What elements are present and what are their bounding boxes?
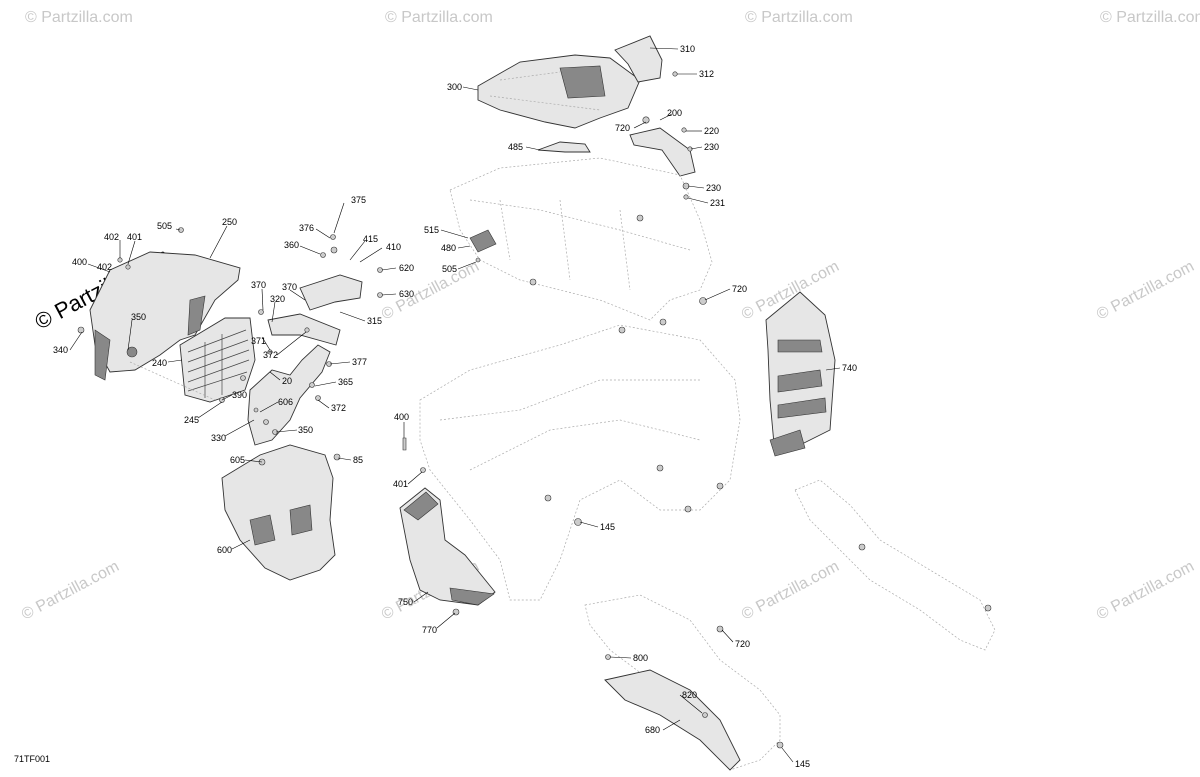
callout-505: 505 [442, 264, 457, 274]
callout-375: 375 [351, 195, 366, 205]
callout-350: 350 [131, 312, 146, 322]
callout-400: 400 [394, 412, 409, 422]
callout-230: 230 [706, 183, 721, 193]
callout-515: 515 [424, 225, 439, 235]
dash-lower-panel [419, 324, 741, 601]
part-240-grille [179, 317, 256, 403]
callout-330: 330 [211, 433, 226, 443]
callout-240: 240 [152, 358, 167, 368]
callout-labels: 300 310 312 200 720 220 230 485 230 231 … [53, 44, 857, 769]
callout-402: 402 [97, 262, 112, 272]
callout-230: 230 [704, 142, 719, 152]
callout-245: 245 [184, 415, 199, 425]
callout-605: 605 [230, 455, 245, 465]
callout-370: 370 [251, 280, 266, 290]
callout-370: 370 [282, 282, 297, 292]
callout-85: 85 [353, 455, 363, 465]
callout-402: 402 [104, 232, 119, 242]
callout-505: 505 [157, 221, 172, 231]
callout-372: 372 [263, 350, 278, 360]
callout-820: 820 [682, 690, 697, 700]
callout-630: 630 [399, 289, 414, 299]
callout-410: 410 [386, 242, 401, 252]
callout-200: 200 [667, 108, 682, 118]
callout-231: 231 [710, 198, 725, 208]
callout-720: 720 [732, 284, 747, 294]
callout-145: 145 [795, 759, 810, 769]
callout-377: 377 [352, 357, 367, 367]
part-485-clip [537, 141, 591, 153]
callout-250: 250 [222, 217, 237, 227]
callout-770: 770 [422, 625, 437, 635]
part-250-nose-cover [77, 227, 241, 381]
part-750-lower-vent [399, 487, 496, 616]
callout-365: 365 [338, 377, 353, 387]
part-310-bracket [614, 35, 678, 83]
callout-800: 800 [633, 653, 648, 663]
watermark: © Partzilla.com [1100, 9, 1200, 26]
callout-372: 372 [331, 403, 346, 413]
callout-620: 620 [399, 263, 414, 273]
watermark: © Partzilla.com [1094, 558, 1197, 624]
callout-390: 390 [232, 390, 247, 400]
part-740-side-vent [765, 291, 836, 457]
callout-720: 720 [615, 123, 630, 133]
callout-300: 300 [447, 82, 462, 92]
callout-376: 376 [299, 223, 314, 233]
fasteners-400-401 [402, 437, 426, 473]
callout-20: 20 [282, 376, 292, 386]
callout-401: 401 [127, 232, 142, 242]
callout-600: 600 [217, 545, 232, 555]
callout-415: 415 [363, 234, 378, 244]
part-200-support [629, 116, 696, 200]
diagram-code: 71TF001 [14, 754, 50, 764]
callout-740: 740 [842, 363, 857, 373]
callout-750: 750 [398, 597, 413, 607]
right-sill-trim [794, 479, 996, 651]
part-600-skid-plate [221, 444, 341, 581]
part-680-lower-panel [584, 594, 784, 771]
callout-340: 340 [53, 345, 68, 355]
watermark: © Partzilla.com [25, 9, 133, 26]
callout-480: 480 [441, 243, 456, 253]
watermark: © Partzilla.com [19, 558, 122, 624]
callout-360: 360 [284, 240, 299, 250]
callout-310: 310 [680, 44, 695, 54]
watermark: © Partzilla.com [385, 9, 493, 26]
callout-720: 720 [735, 639, 750, 649]
callout-315: 315 [367, 316, 382, 326]
callout-485: 485 [508, 142, 523, 152]
watermark: © Partzilla.com [745, 9, 853, 26]
dash-upper-panel [449, 157, 713, 326]
callout-320: 320 [270, 294, 285, 304]
watermark: © Partzilla.com [1094, 258, 1197, 324]
callout-312: 312 [699, 69, 714, 79]
callout-350: 350 [298, 425, 313, 435]
callout-401: 401 [393, 479, 408, 489]
callout-220: 220 [704, 126, 719, 136]
part-480-bracket [469, 229, 497, 263]
callout-680: 680 [645, 725, 660, 735]
callout-606: 606 [278, 397, 293, 407]
watermark: © Partzilla.com [379, 258, 482, 324]
part-330-frame [247, 234, 383, 446]
callout-400: 400 [72, 257, 87, 267]
callout-371: 371 [251, 336, 266, 346]
callout-145: 145 [600, 522, 615, 532]
watermark: © Partzilla.com [739, 558, 842, 624]
part-300-console-top [477, 54, 641, 129]
leader-lines [69, 47, 841, 763]
assembly-guide-line [129, 361, 216, 401]
